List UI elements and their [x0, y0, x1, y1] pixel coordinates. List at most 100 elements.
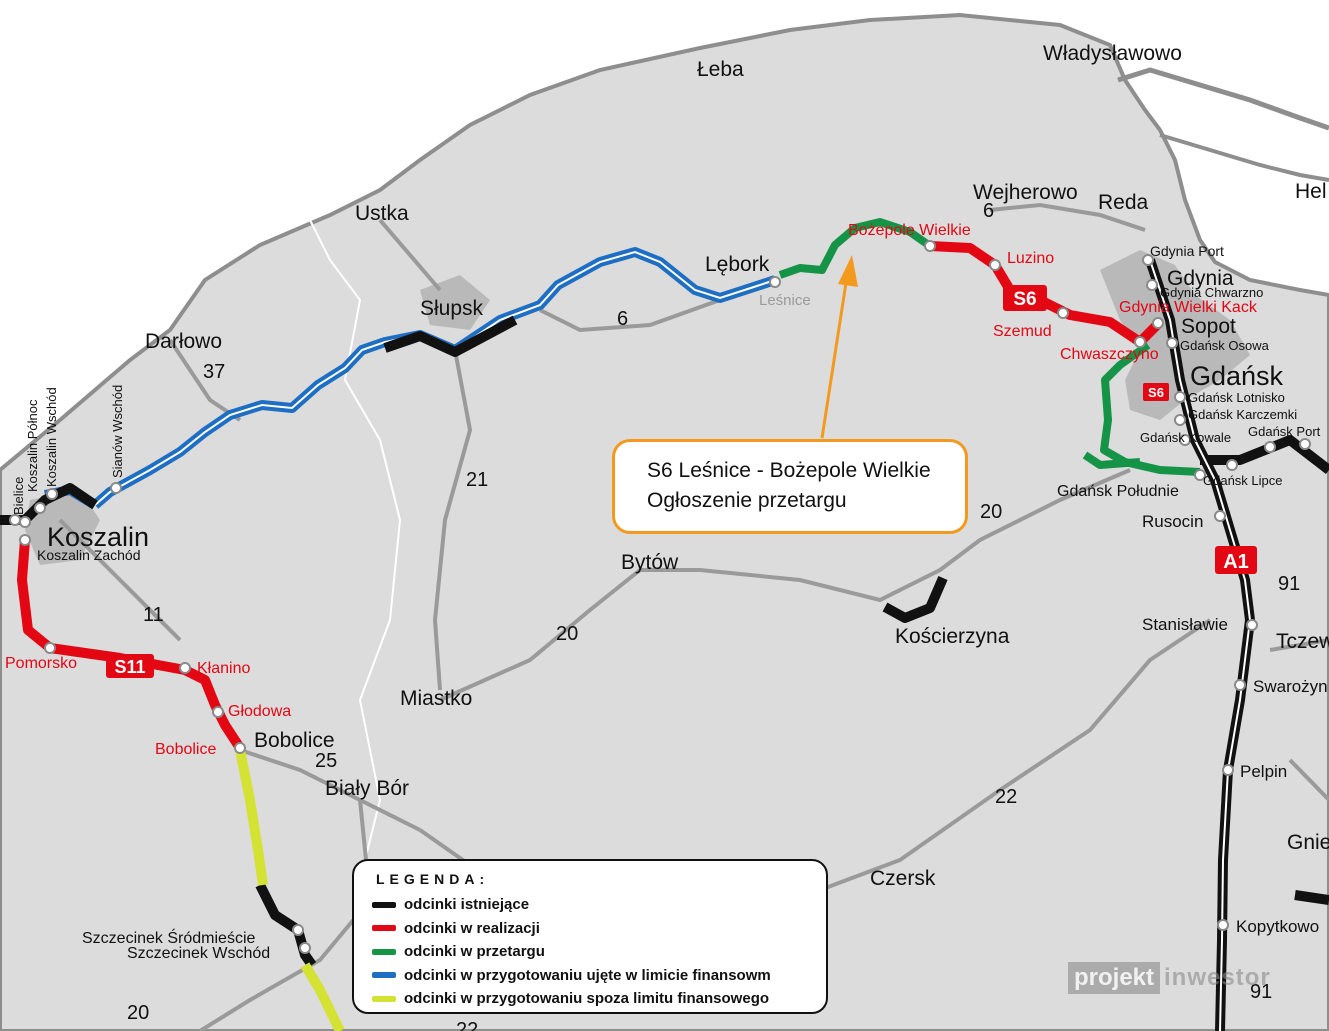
- legend-swatch: [372, 901, 396, 908]
- legend-item: odcinki w realizacji: [372, 917, 826, 941]
- legend-label: odcinki istniejące: [404, 896, 530, 914]
- node-gdansk-lipce: Gdańsk Lipce: [1203, 473, 1283, 488]
- node-gdansk-lotnisko: Gdańsk Lotnisko: [1188, 390, 1285, 405]
- shield-a1: A1: [1215, 546, 1257, 574]
- road-num-6: 6: [617, 308, 628, 330]
- watermark-logo: projekt inwestor: [1068, 958, 1300, 998]
- shield-s6-small: S6: [1143, 383, 1169, 401]
- road-num-21: 21: [466, 469, 488, 491]
- city-kopytkowo: Kopytkowo: [1236, 917, 1319, 936]
- road-num-91: 91: [1278, 573, 1300, 595]
- node-pomorsko: Pomorsko: [5, 655, 77, 672]
- city-tczew: Tczew: [1276, 630, 1329, 653]
- node-koszalin-polnoc: Koszalin Północ: [25, 399, 40, 492]
- node-gdansk-poludnie: Gdańsk Południe: [1057, 483, 1179, 500]
- node-gdynia-wielki-kack: Gdynia Wielki Kack: [1119, 299, 1258, 316]
- node-bobolice: Bobolice: [155, 741, 216, 758]
- node-gdynia-chwarzno: Gdynia Chwarzno: [1160, 285, 1263, 300]
- shield-s11: S11: [106, 654, 154, 678]
- hel-tip: [1159, 133, 1329, 182]
- legend-swatch: [372, 925, 396, 932]
- city-slupsk: Słupsk: [420, 297, 484, 320]
- city-bialy-bor: Biały Bór: [325, 777, 409, 800]
- region-border: [309, 219, 402, 881]
- legend-label: odcinki w realizacji: [404, 919, 540, 937]
- node-chwaszczyno: Chwaszczyno: [1060, 346, 1159, 363]
- callout-line-2: Ogłoszenie przetargu: [647, 489, 847, 512]
- node-koszalin-wschod: Koszalin Wschód: [44, 387, 59, 487]
- node-bielice: Bielice: [11, 477, 26, 515]
- city-swarozyn: Swarożyn: [1253, 677, 1328, 696]
- legend-swatch: [372, 995, 396, 1002]
- city-wladyslawowo: Władysławowo: [1043, 42, 1182, 65]
- road-num-6-north: 6: [983, 200, 994, 222]
- callout-box: S6 Leśnice - Bożepole Wielkie Ogłoszenie…: [612, 439, 968, 534]
- city-koszalin: Koszalin: [47, 522, 149, 552]
- node-luzino: Luzino: [1007, 250, 1054, 267]
- node-gdansk-karczemki: Gdańsk Karczemki: [1188, 407, 1297, 422]
- road-num-20: 20: [556, 623, 578, 645]
- node-bozepole: Bożepole Wielkie: [848, 222, 971, 239]
- city-miastko: Miastko: [400, 687, 472, 710]
- city-bobolice: Bobolice: [254, 729, 335, 752]
- city-reda: Reda: [1098, 191, 1149, 214]
- city-hel: Hel: [1295, 180, 1327, 203]
- city-koscierzyna: Kościerzyna: [895, 625, 1010, 648]
- node-gdynia-port: Gdynia Port: [1150, 243, 1224, 259]
- node-klanino: Kłanino: [197, 660, 250, 677]
- node-gdansk-kowale: Gdańsk Kowale: [1140, 430, 1231, 445]
- road-num-25: 25: [315, 750, 337, 772]
- shield-s6-main-label: S6: [1013, 289, 1036, 310]
- city-stanislawie: Stanisławie: [1142, 615, 1228, 634]
- road-tender: [778, 218, 1201, 476]
- callout-arrow: [820, 255, 858, 439]
- legend-label: odcinki w przygotowaniu ujęte w limicie …: [404, 966, 771, 984]
- node-lesnice: Leśnice: [759, 292, 811, 309]
- road-num-37: 37: [203, 361, 225, 383]
- legend-label: odcinki w przygotowaniu spoza limitu fin…: [404, 990, 770, 1008]
- city-gdansk: Gdańsk: [1190, 361, 1284, 391]
- node-gdansk-osowa: Gdańsk Osowa: [1180, 338, 1270, 353]
- legend-title: LEGENDA:: [376, 871, 490, 887]
- node-koszalin-zachod: Koszalin Zachód: [37, 547, 141, 563]
- watermark-part-1: projekt: [1068, 962, 1161, 994]
- legend-item: odcinki w przygotowaniu spoza limitu fin…: [372, 987, 826, 1011]
- junction-nodes: [9, 240, 1311, 954]
- legend-swatch: [372, 948, 396, 955]
- node-szczecinek-wschod: Szczecinek Wschód: [127, 945, 270, 962]
- legend: LEGENDA: odcinki istniejące odcinki w re…: [352, 859, 828, 1014]
- legend-swatch: [372, 972, 396, 979]
- hel-peninsula: [1117, 67, 1329, 131]
- city-ustka: Ustka: [355, 202, 409, 225]
- road-num-91-south: 91: [1250, 981, 1272, 1003]
- legend-item: odcinki w przetargu: [372, 940, 826, 964]
- city-bytow: Bytów: [621, 551, 679, 574]
- legend-item: odcinki istniejące: [372, 893, 826, 917]
- node-sianow-wschod: Sianów Wschód: [110, 385, 125, 478]
- legend-label: odcinki w przetargu: [404, 943, 545, 961]
- city-darlowo: Darłowo: [145, 330, 222, 353]
- road-prep-out-limit: [235, 749, 345, 1031]
- city-labels: Łeba Władysławowo Hel Ustka Słupsk Lębor…: [47, 42, 1329, 936]
- shield-s11-label: S11: [114, 657, 145, 677]
- city-pelpin: Pelpin: [1240, 762, 1287, 781]
- node-labels: Leśnice Bożepole Wielkie Luzino Szemud C…: [5, 222, 1321, 962]
- shield-s6-small-label: S6: [1148, 385, 1164, 400]
- node-szemud: Szemud: [993, 323, 1052, 340]
- city-sopot: Sopot: [1181, 315, 1236, 338]
- road-num-20-south: 20: [127, 1002, 149, 1024]
- city-lebork: Lębork: [705, 253, 770, 276]
- road-num-22-south: 22: [456, 1019, 478, 1031]
- node-szczecinek-srodmiescie: Szczecinek Śródmieście: [82, 928, 256, 947]
- shield-s6-main: S6: [1003, 285, 1047, 311]
- city-gniew: Gniew: [1287, 831, 1329, 854]
- city-leba: Łeba: [697, 58, 744, 81]
- shield-a1-label: A1: [1223, 551, 1249, 573]
- road-number-labels: 6 6 37 21 20 20 20 11 25 22 91 91 22: [127, 200, 1300, 1031]
- watermark-part-2: inwestor: [1164, 964, 1271, 991]
- node-glodowa: Głodowa: [228, 703, 291, 720]
- road-num-20-east: 20: [980, 501, 1002, 523]
- city-wejherowo: Wejherowo: [973, 181, 1078, 204]
- city-gdynia: Gdynia: [1167, 267, 1234, 290]
- city-rusocin: Rusocin: [1142, 512, 1203, 531]
